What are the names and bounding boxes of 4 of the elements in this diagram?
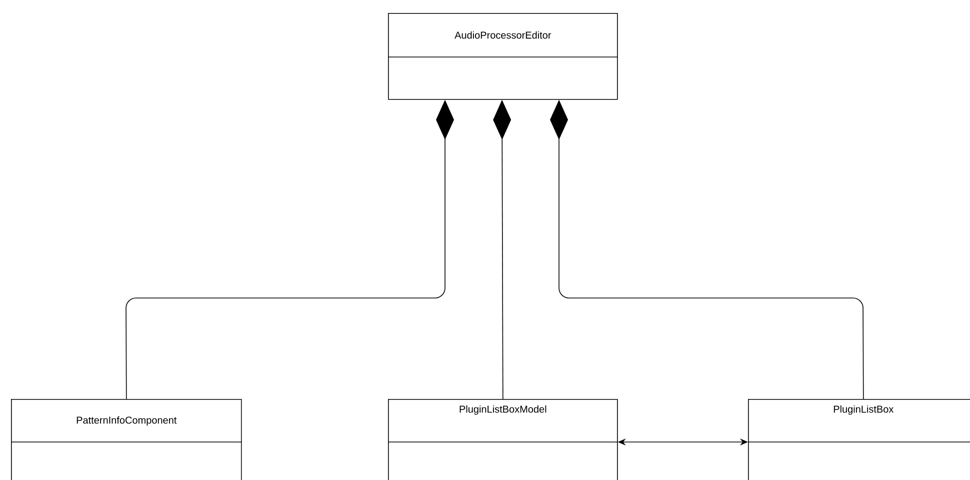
class-box: PatternInfoComponent bbox=[10, 399, 242, 480]
class-box: AudioProcessorEditor bbox=[388, 13, 618, 100]
class-box: PluginListBox bbox=[748, 399, 970, 480]
class-box: PluginListBoxModel bbox=[388, 399, 618, 480]
